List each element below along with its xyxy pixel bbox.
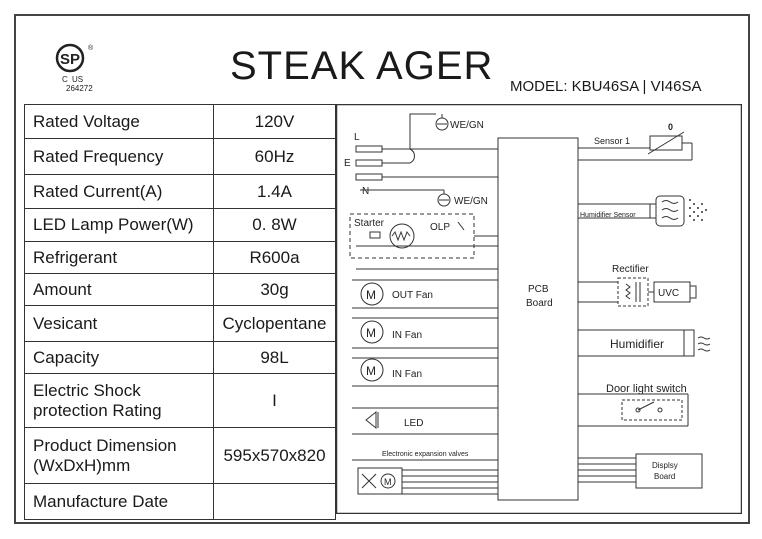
page-title: STEAK AGER xyxy=(230,44,494,88)
mist-icon xyxy=(689,199,707,221)
door-switch-label: Door light switch xyxy=(606,383,687,395)
led-label: LED xyxy=(404,418,423,429)
spec-value: I xyxy=(213,373,336,428)
spec-label: Amount xyxy=(24,273,214,306)
out-fan-label: OUT Fan xyxy=(392,290,433,301)
uvc-label: UVC xyxy=(658,288,679,299)
spec-label: Manufacture Date xyxy=(24,483,214,520)
svg-text:US: US xyxy=(72,75,83,84)
in-fan-label-2: IN Fan xyxy=(392,369,422,380)
rectifier-label: Rectifier xyxy=(612,264,649,275)
spec-value: R600a xyxy=(213,241,336,274)
earth-label: E xyxy=(344,158,351,169)
csa-certification-logo: SP ® C US xyxy=(55,43,94,84)
ground-label-1: WE/GN xyxy=(450,120,484,131)
spec-label: LED Lamp Power(W) xyxy=(24,208,214,242)
pcb-board-label: Board xyxy=(526,298,553,309)
motor-icon: M xyxy=(366,326,376,340)
spec-value xyxy=(213,483,336,520)
spec-label: Electric Shock protection Rating xyxy=(24,373,214,428)
spec-value: 98L xyxy=(213,341,336,374)
valves-label: Electronic expansion valves xyxy=(382,451,469,458)
ground-label-2: WE/GN xyxy=(454,196,488,207)
pcb-board xyxy=(497,137,579,501)
svg-text:SP: SP xyxy=(60,51,80,68)
sensor1-label: Sensor 1 xyxy=(594,136,630,146)
csa-number: 264272 xyxy=(66,84,93,93)
display-board xyxy=(635,453,703,489)
spec-label: Product Dimension (WxDxH)mm xyxy=(24,427,214,484)
valve-motor-icon: M xyxy=(384,477,392,487)
spec-label: Rated Frequency xyxy=(24,138,214,175)
svg-text:®: ® xyxy=(88,44,94,52)
table-row: Rated Current(A)1.4A xyxy=(24,174,336,209)
svg-text:C: C xyxy=(62,75,68,84)
humidifier-label: Humidifier xyxy=(610,337,664,351)
spec-value: 120V xyxy=(213,104,336,139)
line-label: L xyxy=(354,132,360,143)
spec-label: Rated Current(A) xyxy=(24,174,214,209)
display-board-label: Displsy xyxy=(652,461,678,470)
pcb-label: PCB xyxy=(528,284,549,295)
starter-label: Starter xyxy=(354,218,385,229)
spec-value: 1.4A xyxy=(213,174,336,209)
display-board-label-2: Board xyxy=(654,472,675,481)
spec-value: 30g xyxy=(213,273,336,306)
spec-value: 0. 8W xyxy=(213,208,336,242)
spec-value: Cyclopentane xyxy=(213,305,336,342)
spec-value: 595x570x820 xyxy=(213,427,336,484)
spec-label: Vesicant xyxy=(24,305,214,342)
sensor-symbol: 0 xyxy=(668,122,673,132)
wiring-diagram: PCB Board L E N WE/GN Starter OLP WE/GN … xyxy=(336,104,742,514)
spec-label: Rated Voltage xyxy=(24,104,214,139)
table-row: Manufacture Date xyxy=(24,483,336,520)
label-frame xyxy=(14,14,750,524)
neutral-label: N xyxy=(362,186,369,197)
spec-label: Refrigerant xyxy=(24,241,214,274)
spec-value: 60Hz xyxy=(213,138,336,175)
humidifier-sensor-label: Humidifier Sensor xyxy=(580,212,636,219)
model-number: MODEL: KBU46SA | VI46SA xyxy=(510,78,702,95)
in-fan-label-1: IN Fan xyxy=(392,330,422,341)
table-row: LED Lamp Power(W)0. 8W xyxy=(24,208,336,242)
motor-icon: M xyxy=(366,364,376,378)
motor-icon: M xyxy=(366,288,376,302)
steam-icon xyxy=(697,336,711,352)
spec-label: Capacity xyxy=(24,341,214,374)
olp-label: OLP xyxy=(430,222,450,233)
